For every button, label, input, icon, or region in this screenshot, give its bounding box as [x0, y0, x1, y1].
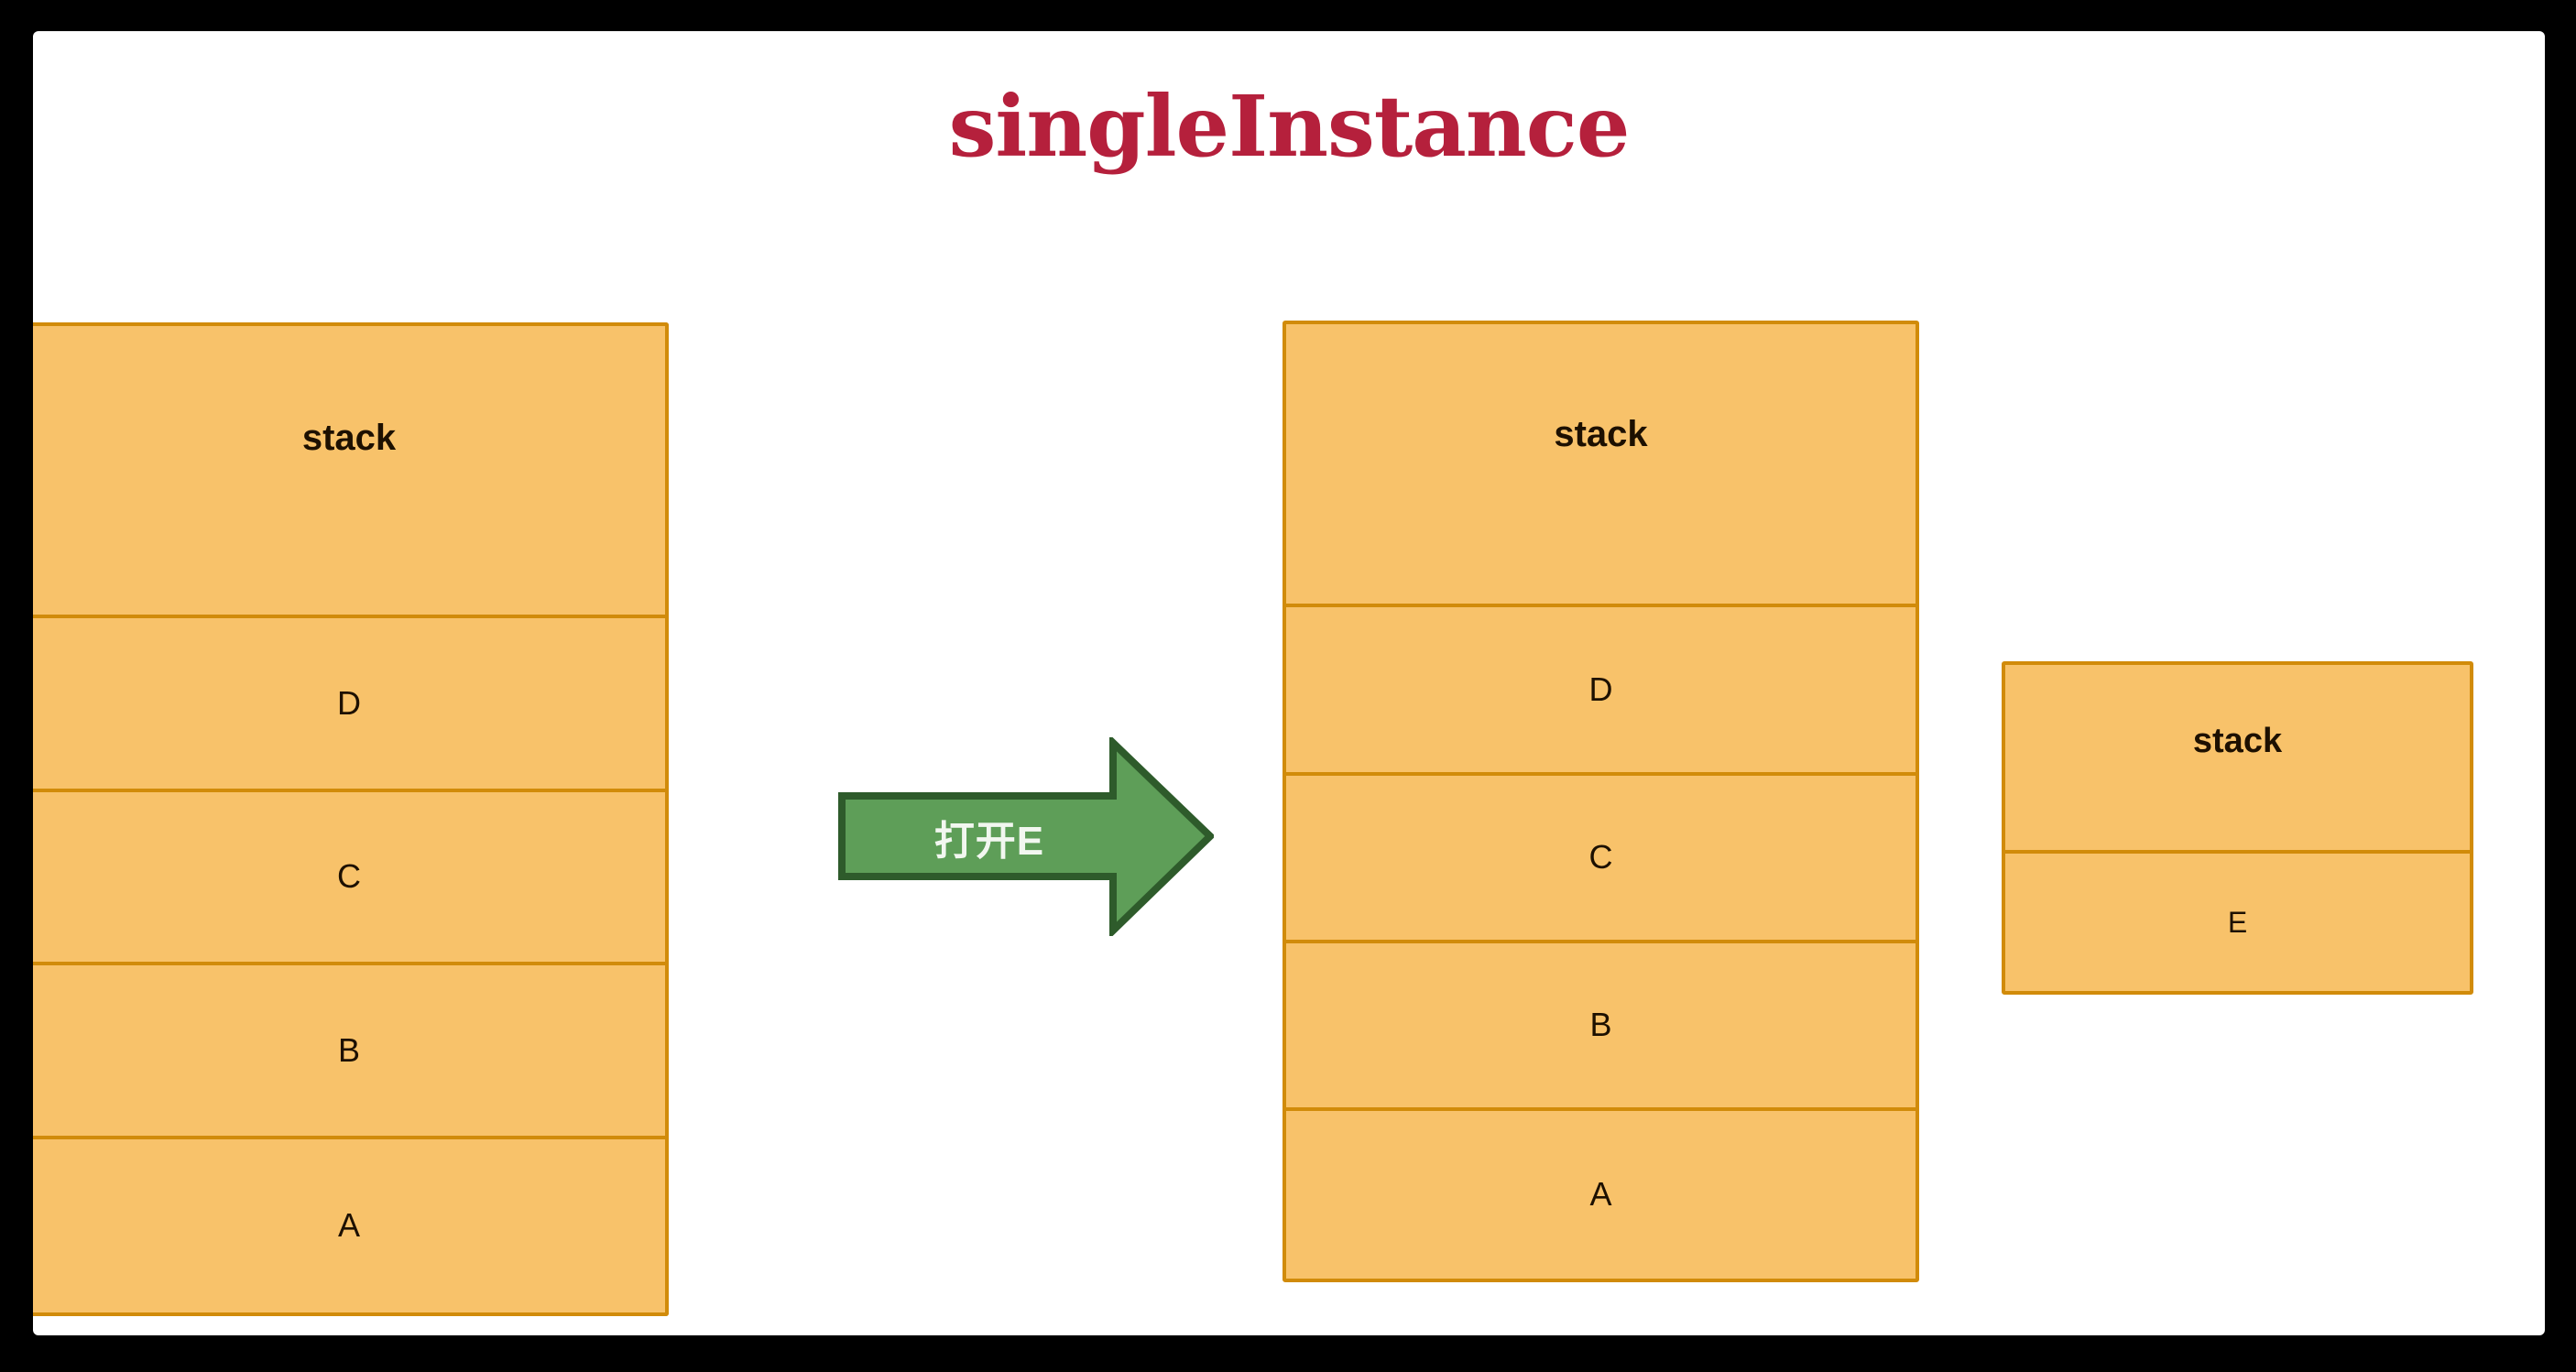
after-stack-single-instance-entry-e: E [2005, 854, 2470, 991]
diagram-canvas: singleInstance stack D C B A 打开E stack D… [33, 31, 2545, 1335]
after-stack-single-instance: stack E [2002, 661, 2473, 995]
before-stack: stack D C B A [33, 322, 669, 1316]
after-stack-single-instance-header: stack [2005, 665, 2470, 855]
before-stack-entry-b: B [33, 965, 665, 1139]
page-title: singleInstance [948, 77, 1631, 176]
transition-arrow: 打开E [838, 737, 1214, 936]
after-stack-main-entry-b: B [1286, 942, 1916, 1111]
before-stack-entry-a: A [33, 1138, 665, 1312]
after-stack-main-header: stack [1286, 324, 1916, 608]
before-stack-entry-d: D [33, 618, 665, 792]
after-stack-main-entry-d: D [1286, 607, 1916, 776]
after-stack-main: stack D C B A [1283, 321, 1919, 1282]
right-block-arrow-icon [838, 737, 1214, 936]
after-stack-main-entry-c: C [1286, 775, 1916, 943]
before-stack-header: stack [33, 326, 665, 619]
after-stack-main-entry-a: A [1286, 1110, 1916, 1279]
before-stack-entry-c: C [33, 791, 665, 966]
